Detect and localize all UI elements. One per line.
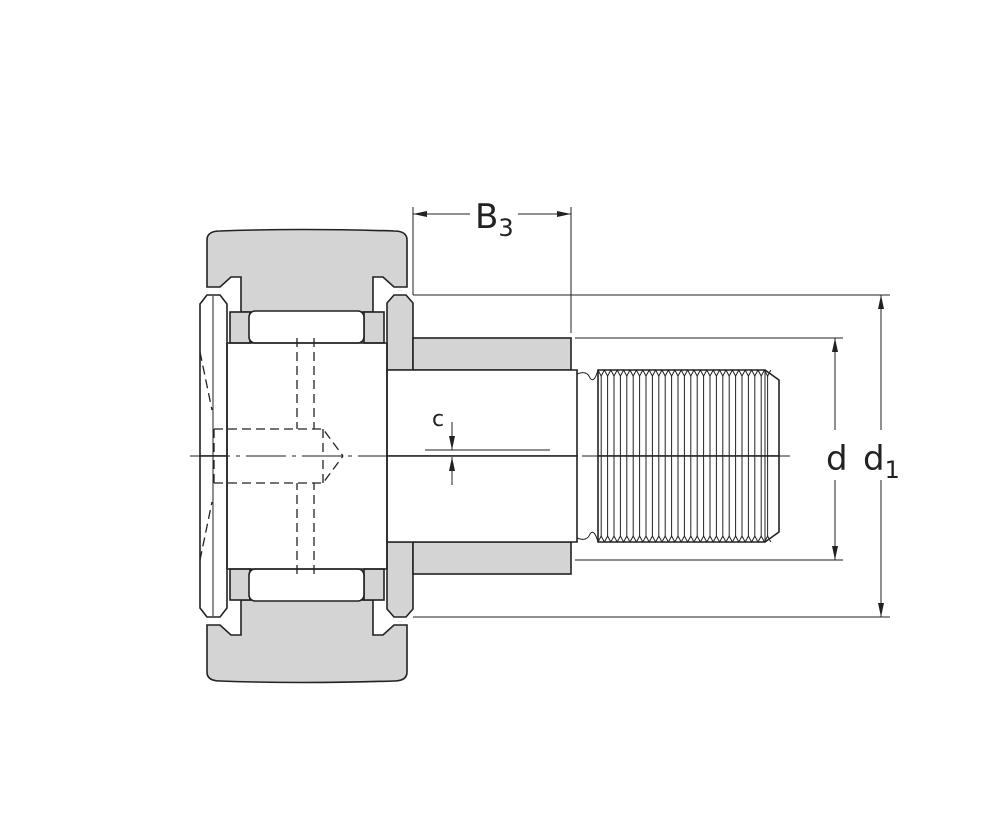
thread-teeth [597, 534, 772, 544]
dim-label-c: c [432, 407, 444, 432]
thread [597, 369, 780, 457]
thread-teeth [597, 368, 772, 378]
upper-half-section [199, 228, 780, 457]
outer-ring [206, 228, 408, 313]
cage-left [229, 311, 251, 344]
dim-label-d1: d1 [863, 439, 900, 484]
needle-roller [248, 310, 365, 344]
dim-label-b3: B3 [475, 197, 514, 242]
stud-shoulder [412, 337, 572, 371]
dim-label-d: d [826, 439, 848, 479]
stud-flange [386, 294, 414, 371]
cage-right [363, 311, 385, 344]
stud-shaft [386, 369, 578, 457]
